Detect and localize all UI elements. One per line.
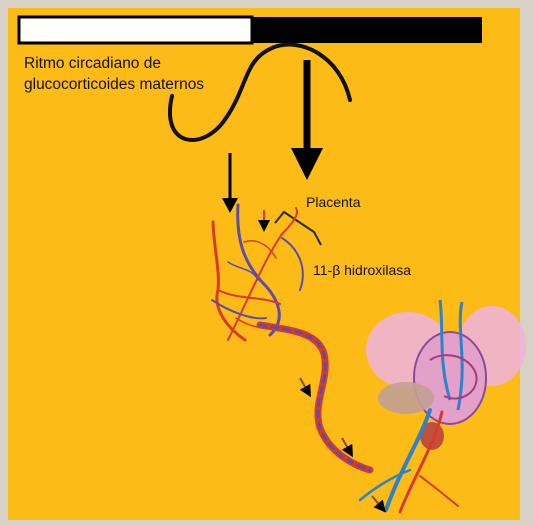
placenta-vessels bbox=[212, 205, 303, 340]
fetal-vessels bbox=[360, 410, 458, 512]
fetal-heart bbox=[414, 332, 486, 424]
maternal-rhythm-label: Ritmo circadiano de glucocorticoides mat… bbox=[24, 53, 224, 95]
small-arrow bbox=[222, 153, 238, 213]
light-period-bar bbox=[19, 17, 252, 43]
fetal-liver bbox=[378, 382, 434, 414]
large-arrow bbox=[291, 60, 323, 180]
enzyme-label: 11-β hidroxilasa bbox=[313, 262, 411, 278]
umbilical-cord bbox=[260, 325, 370, 470]
placenta-label: Placenta bbox=[306, 194, 360, 210]
fetal-heart-lungs bbox=[366, 300, 526, 450]
placenta-bracket bbox=[275, 212, 321, 245]
light-dark-bar bbox=[19, 17, 482, 43]
dark-period-bar bbox=[252, 17, 482, 43]
